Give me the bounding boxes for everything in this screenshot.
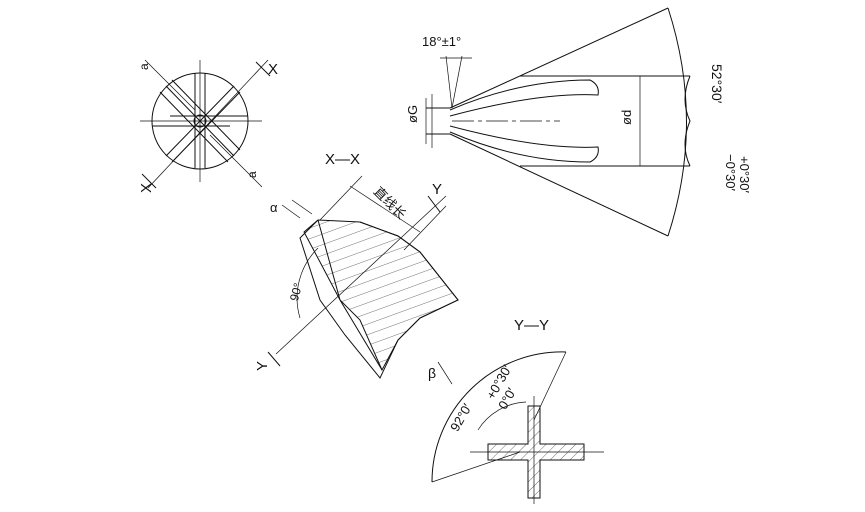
dia-d-label: ød bbox=[619, 110, 634, 125]
section-mark-y-top: Y bbox=[432, 181, 442, 198]
section-mark-x-top: X bbox=[268, 61, 278, 78]
cone-tol-upper: +0°30′ bbox=[737, 156, 752, 193]
dia-g-label: øG bbox=[405, 105, 420, 123]
section-yy-title: Y—Y bbox=[514, 317, 549, 334]
front-view: X X a a bbox=[137, 59, 278, 193]
section-line-xx bbox=[147, 59, 269, 189]
section-xx: X—X 直线长 α 90° Y Y bbox=[254, 151, 459, 379]
section-xx-title: X—X bbox=[325, 151, 360, 168]
dim-a-bottom: a bbox=[245, 171, 259, 178]
side-view: øG ød 18°±1° 52°30′ +0°30′ −0°30′ bbox=[405, 7, 752, 237]
dim-a-top: a bbox=[137, 63, 151, 70]
section-line-yy bbox=[275, 195, 447, 355]
cone-lower-line bbox=[449, 133, 669, 237]
angle-90-label: 90° bbox=[287, 281, 305, 302]
section-mark-y-bottom: Y bbox=[254, 361, 271, 371]
cone-angle-label: 52°30′ bbox=[709, 64, 725, 104]
cone-upper-line bbox=[449, 7, 669, 109]
section-yy: Y—Y β 92°0′ +0°30′ 0°0′ bbox=[428, 317, 604, 504]
section-mark-x-bottom: X bbox=[138, 183, 155, 193]
yy-angle-label: 92°0′ bbox=[447, 401, 475, 434]
hatched-area bbox=[303, 219, 459, 372]
beta-arc bbox=[431, 351, 567, 483]
cone-angle-arc bbox=[667, 7, 687, 237]
point-angle-label: 18°±1° bbox=[422, 34, 461, 49]
angle-90-arc bbox=[296, 247, 319, 319]
dim-alpha: α bbox=[270, 200, 278, 215]
beta-label: β bbox=[428, 365, 436, 381]
straight-length-label: 直线长 bbox=[371, 184, 409, 222]
cone-tol-lower: −0°30′ bbox=[723, 154, 738, 191]
